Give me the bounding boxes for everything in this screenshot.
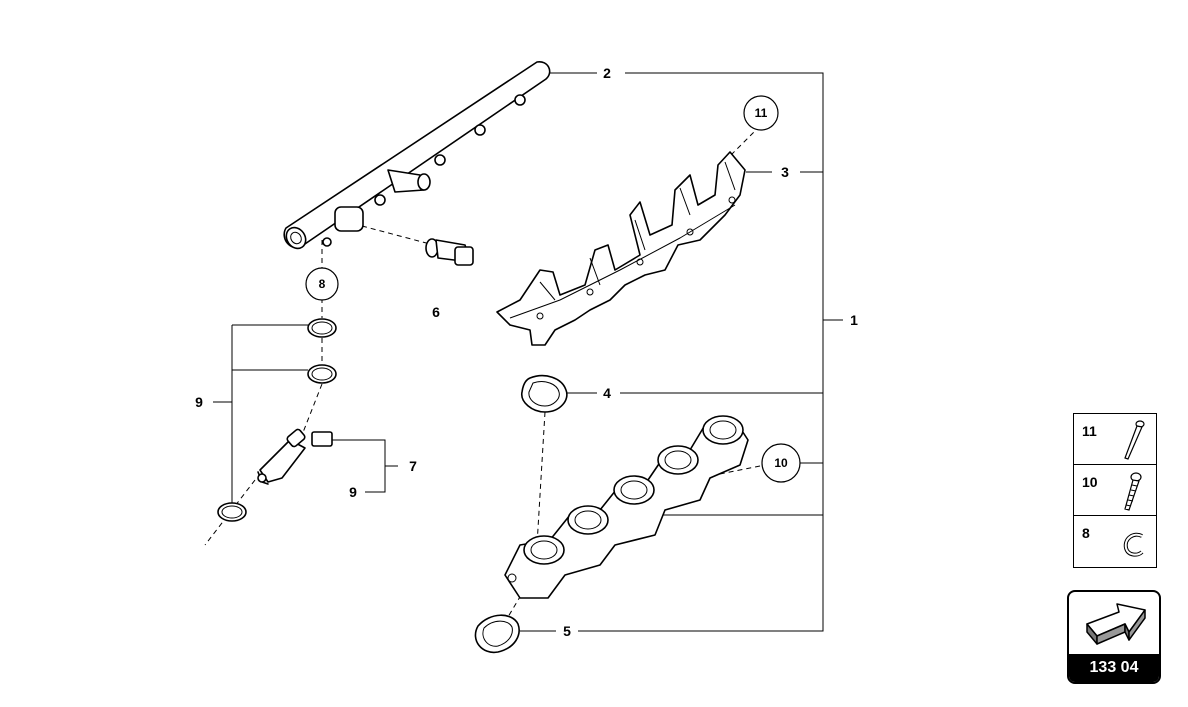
legend-row-11: 11 <box>1074 414 1156 465</box>
leader-lines <box>213 72 843 632</box>
legend-row-8: 8 <box>1074 516 1156 567</box>
callout-4: 4 <box>603 385 611 401</box>
callout-2: 2 <box>603 65 611 81</box>
screw-icon <box>1112 469 1152 518</box>
small-parts-legend: 11 10 8 <box>1073 413 1157 568</box>
legend-number: 10 <box>1082 474 1098 490</box>
callout-6: 6 <box>432 304 440 320</box>
assembly-dash-lines <box>204 125 761 623</box>
legend-row-10: 10 <box>1074 465 1156 516</box>
intake-manifold <box>504 415 749 599</box>
gasket-lower <box>474 614 520 654</box>
o-rings <box>217 318 337 522</box>
gasket-upper <box>521 374 568 413</box>
callout-5: 5 <box>563 623 571 639</box>
legend-number: 11 <box>1082 423 1097 439</box>
arrow-link-icon <box>1079 598 1151 657</box>
svg-text:10: 10 <box>774 456 788 470</box>
callout-1: 1 <box>850 312 858 328</box>
pressure-sensor <box>425 238 474 266</box>
callout-circle-11: 11 <box>743 95 779 131</box>
callout-9-injector: 9 <box>349 484 357 500</box>
callout-circle-10: 10 <box>761 443 801 483</box>
page-reference-link[interactable]: 133 04 <box>1067 590 1161 684</box>
clip-icon <box>1112 520 1152 569</box>
bracket <box>496 151 746 346</box>
callout-9-left: 9 <box>195 394 203 410</box>
callout-circle-8: 8 <box>305 267 339 301</box>
svg-text:11: 11 <box>755 106 768 120</box>
callout-7: 7 <box>409 458 417 474</box>
svg-text:8: 8 <box>319 277 326 291</box>
callout-3: 3 <box>781 164 789 180</box>
fuel-rail <box>283 61 551 250</box>
fuel-injector <box>257 428 333 485</box>
legend-number: 8 <box>1082 525 1090 541</box>
page-reference-code: 133 04 <box>1069 654 1159 682</box>
long-bolt-icon <box>1112 418 1152 467</box>
